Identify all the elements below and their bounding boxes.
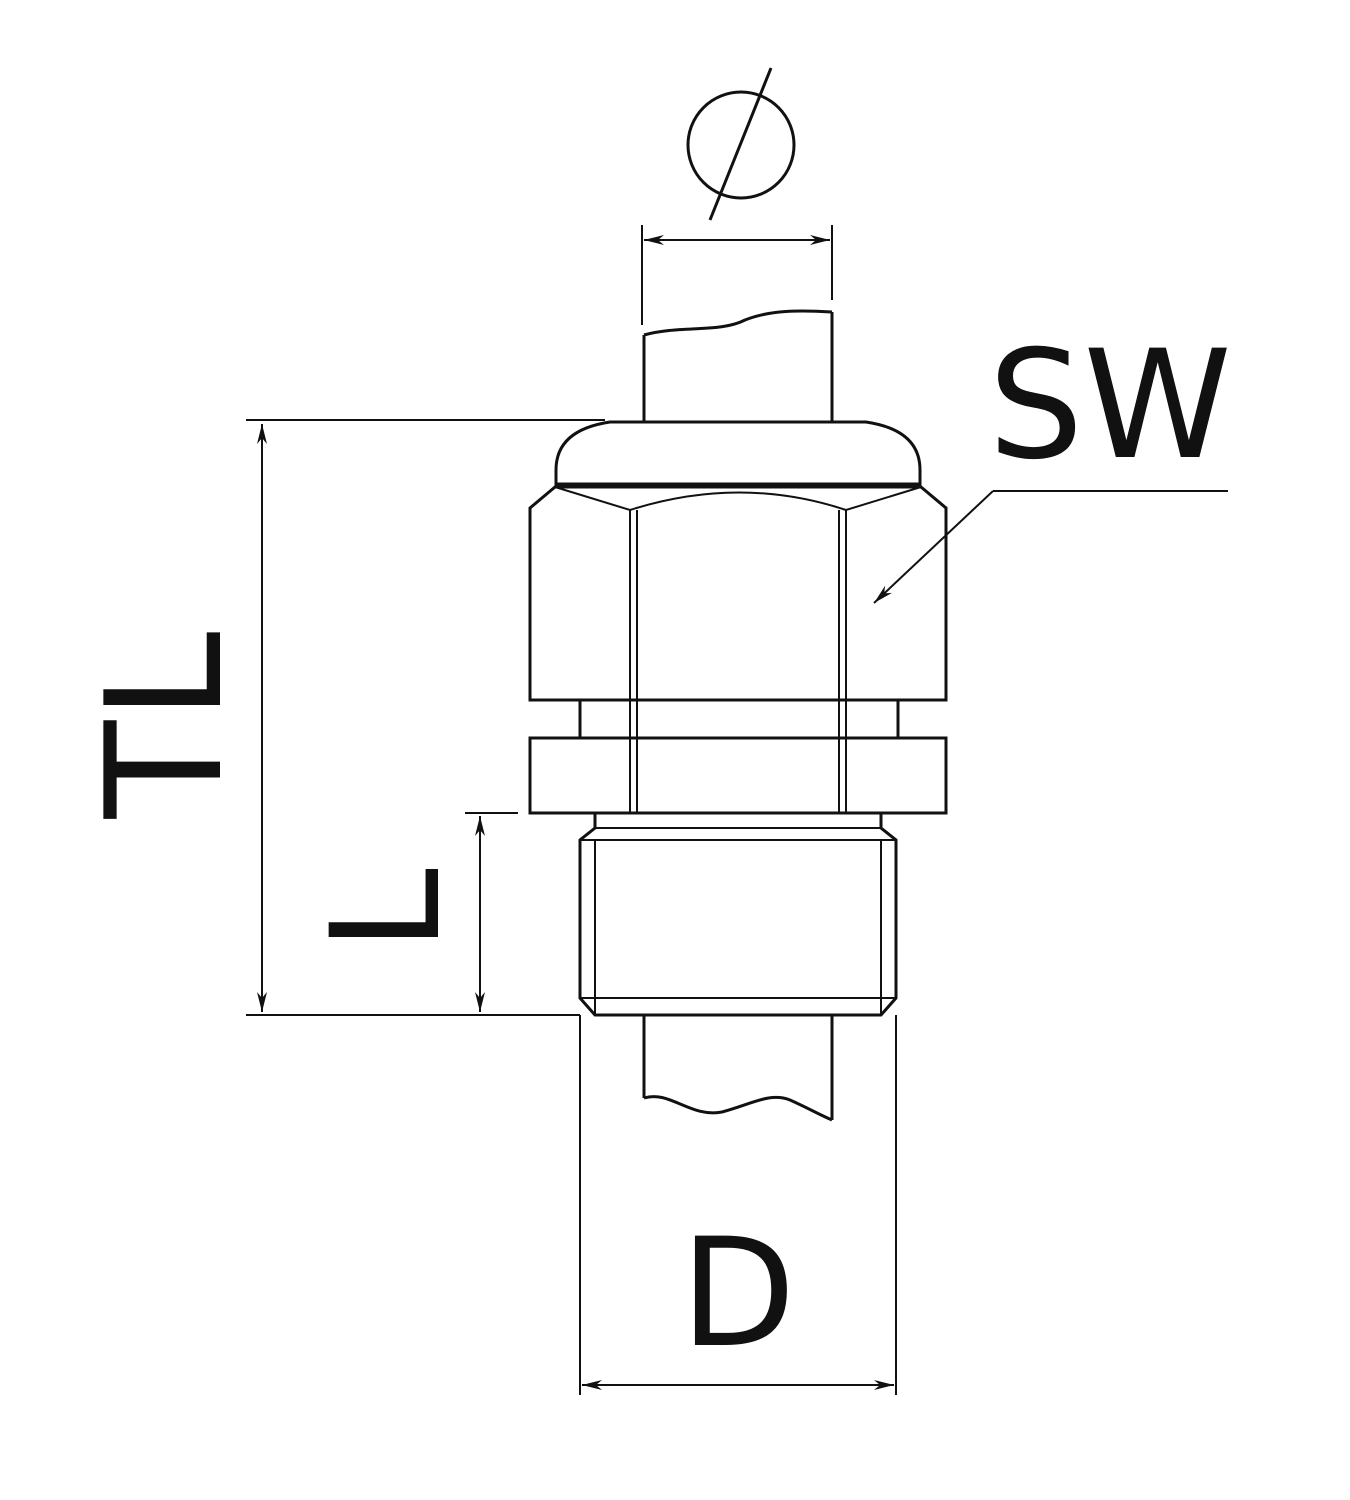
tl-dimension	[246, 419, 605, 1016]
cable-bottom	[642, 1015, 834, 1122]
cable-top	[642, 309, 834, 422]
cable-top-break	[643, 309, 833, 337]
sw-leader	[873, 490, 1228, 604]
d-dimension	[579, 1015, 897, 1395]
sw-label: SW	[988, 319, 1232, 493]
diameter-symbol	[686, 67, 796, 221]
cable-diameter-dimension	[641, 225, 833, 325]
l-label: L	[300, 868, 474, 952]
body-hex	[528, 736, 948, 815]
hex-nut-chamfer	[554, 486, 922, 512]
diameter-slash	[708, 67, 773, 221]
thread	[578, 813, 898, 1017]
sw-leader-arrow	[873, 490, 994, 604]
neck-body	[578, 698, 900, 740]
thread-outline	[578, 813, 898, 1017]
l-dimension	[465, 812, 518, 1012]
dome-cap	[554, 420, 922, 486]
diameter-circle	[686, 90, 796, 200]
body-hex-outline	[528, 736, 948, 815]
hex-nut	[528, 485, 948, 702]
cable-bottom-break	[643, 1095, 833, 1122]
d-label: D	[680, 1207, 796, 1381]
neck	[578, 698, 900, 740]
tl-label: TL	[71, 632, 258, 820]
